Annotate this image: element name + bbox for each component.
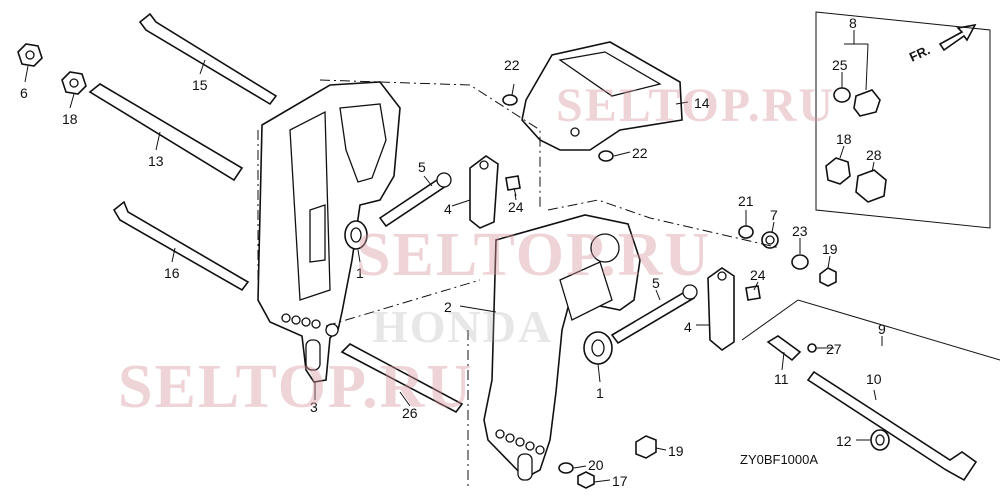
callout-22-upper: 22 bbox=[504, 57, 520, 73]
callout-10: 10 bbox=[866, 371, 882, 387]
bolt-15 bbox=[138, 12, 278, 106]
kit-boundary-box bbox=[815, 11, 991, 229]
spring-7 bbox=[761, 231, 779, 249]
lock-lever-boundary bbox=[741, 299, 1000, 361]
bushing-1-right bbox=[583, 331, 613, 365]
alignment-line-2 bbox=[319, 79, 541, 210]
callout-26: 26 bbox=[402, 405, 418, 421]
leader-lines bbox=[24, 30, 883, 483]
callout-21: 21 bbox=[738, 193, 754, 209]
alignment-line-3 bbox=[547, 199, 781, 249]
washer-21 bbox=[738, 225, 754, 239]
o-ring-25 bbox=[833, 87, 851, 103]
spring-bolt-5-lower bbox=[610, 284, 698, 345]
callout-25: 25 bbox=[832, 57, 848, 73]
stern-bracket-right bbox=[483, 214, 641, 481]
washer-20 bbox=[558, 462, 574, 474]
callout-4-upper: 4 bbox=[444, 201, 452, 217]
callout-12: 12 bbox=[836, 433, 852, 449]
callout-11: 11 bbox=[774, 371, 789, 387]
tilt-lever-4-upper bbox=[469, 155, 499, 229]
callout-8: 8 bbox=[849, 15, 857, 31]
nut-18-left bbox=[61, 71, 87, 95]
diagram-code: ZY0BF1000A bbox=[740, 452, 819, 467]
callout-24-upper: 24 bbox=[508, 199, 524, 215]
callout-13: 13 bbox=[148, 153, 164, 169]
washer-22-upper bbox=[502, 94, 518, 106]
tilt-lock-rod-10 bbox=[806, 370, 978, 482]
callout-6: 6 bbox=[20, 85, 28, 101]
callout-1-right: 1 bbox=[596, 385, 604, 401]
callout-4-lower: 4 bbox=[684, 319, 692, 335]
callout-17: 17 bbox=[612, 473, 628, 489]
callout-19-upper: 19 bbox=[822, 241, 838, 257]
washer-23 bbox=[791, 254, 809, 270]
callout-22-lower: 22 bbox=[632, 145, 648, 161]
callout-27: 27 bbox=[826, 341, 842, 357]
callout-14: 14 bbox=[694, 95, 710, 111]
bolt-24-lower bbox=[745, 285, 761, 301]
callout-18-right: 18 bbox=[836, 131, 852, 147]
callout-1-left: 1 bbox=[356, 265, 364, 281]
callout-9: 9 bbox=[878, 321, 886, 337]
washer-22-lower bbox=[598, 150, 614, 162]
bolt-24-upper bbox=[505, 175, 521, 197]
grommet-28 bbox=[855, 169, 887, 203]
thrust-rod-holder-14 bbox=[521, 41, 683, 151]
nut-6 bbox=[17, 43, 43, 67]
nut-19-lower bbox=[635, 435, 657, 459]
callout-2: 2 bbox=[444, 299, 452, 315]
callout-23: 23 bbox=[792, 223, 808, 239]
callout-5-lower: 5 bbox=[652, 275, 660, 291]
alignment-line-4 bbox=[325, 279, 481, 327]
bolt-16 bbox=[112, 200, 250, 292]
spring-bolt-5-upper bbox=[378, 172, 452, 228]
front-direction-arrow-icon: FR. bbox=[907, 23, 977, 65]
callout-28: 28 bbox=[866, 147, 882, 163]
pin-27 bbox=[807, 343, 817, 353]
stern-bracket-left bbox=[257, 81, 401, 383]
callout-20: 20 bbox=[588, 457, 604, 473]
callout-16: 16 bbox=[164, 265, 180, 281]
tube-26 bbox=[340, 343, 464, 414]
callout-19-lower: 19 bbox=[668, 443, 684, 459]
nut-18-right bbox=[825, 157, 851, 185]
callout-15: 15 bbox=[192, 77, 208, 93]
callout-3: 3 bbox=[310, 399, 318, 415]
tilt-lever-4-lower bbox=[707, 267, 735, 351]
bushing-1-left bbox=[344, 220, 368, 250]
callout-7: 7 bbox=[770, 207, 778, 223]
shaft-13 bbox=[88, 83, 244, 182]
callout-24-lower: 24 bbox=[750, 267, 766, 283]
spring-12 bbox=[870, 429, 890, 451]
callout-5-upper: 5 bbox=[418, 159, 426, 175]
bolt-17 bbox=[577, 471, 595, 489]
callout-18-left: 18 bbox=[62, 111, 78, 127]
grommet-8 bbox=[853, 89, 881, 117]
nut-19-upper bbox=[819, 267, 837, 287]
front-direction-label: FR. bbox=[907, 42, 932, 64]
